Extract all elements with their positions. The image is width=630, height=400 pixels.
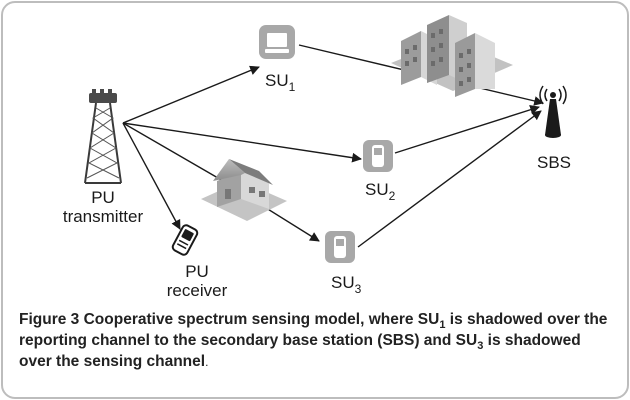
- buildings-obstacle-icon: [391, 15, 513, 97]
- pu-transmitter-tower-icon: [84, 89, 122, 184]
- pu-transmitter-label-line2: transmitter: [63, 207, 144, 226]
- su3-mobile-icon: [325, 231, 355, 263]
- link-su2-to-sbs: [394, 105, 540, 154]
- sbs-antenna-icon: [539, 85, 567, 138]
- su3-label: SU3: [331, 273, 362, 296]
- pu-receiver-label-line2: receiver: [167, 281, 228, 300]
- link-pu-to-rx: [122, 122, 181, 230]
- caption-period: .: [205, 355, 209, 369]
- house-obstacle-icon: [201, 159, 287, 221]
- link-pu-to-su2: [122, 122, 362, 163]
- caption-sub-2: 3: [477, 340, 484, 353]
- figure-label: Figure 3: [19, 311, 80, 328]
- su1-laptop-icon: [259, 25, 295, 59]
- pu-transmitter-label-line1: PU: [91, 188, 115, 207]
- caption-text-1: Cooperative spectrum sensing model, wher…: [79, 311, 440, 328]
- su2-mobile-icon: [363, 140, 393, 172]
- su2-label: SU2: [365, 180, 396, 203]
- caption-text-2: is shadowed over the reporting channel t…: [19, 311, 608, 349]
- figure-caption: Figure 3 Cooperative spectrum sensing mo…: [19, 309, 617, 373]
- link-pu-to-su1: [122, 65, 260, 124]
- caption-sub-1: 1: [439, 319, 446, 332]
- pu-receiver-label-line1: PU: [185, 262, 209, 281]
- su1-label: SU1: [265, 71, 296, 94]
- caption-text-3: is shadowed over the sensing channel: [19, 332, 581, 370]
- link-su3-to-sbs: [357, 110, 542, 248]
- sbs-label: SBS: [537, 153, 571, 172]
- network-diagram: PU transmitter PU receiver SU1: [63, 15, 571, 300]
- pu-receiver-phone-icon: [171, 224, 199, 256]
